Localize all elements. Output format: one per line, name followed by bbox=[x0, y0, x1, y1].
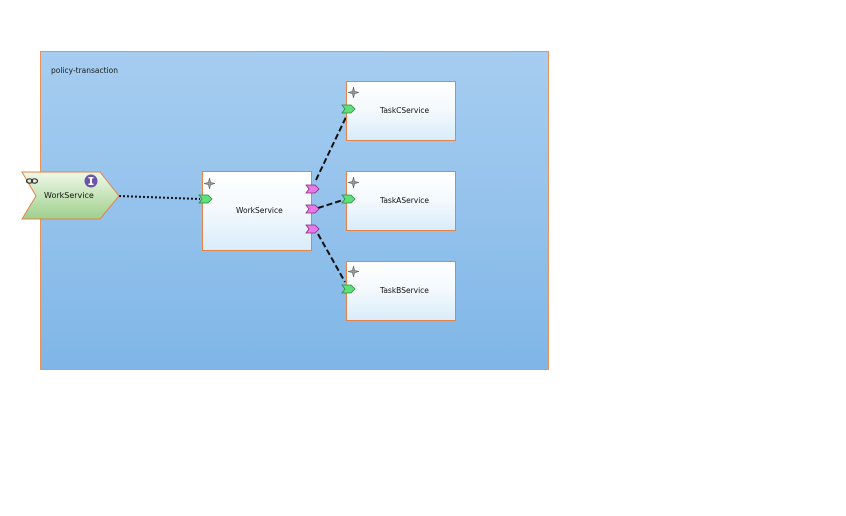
component-workservice-label: WorkService bbox=[236, 206, 283, 215]
composite-title: policy-transaction bbox=[51, 66, 119, 75]
service-port[interactable] bbox=[198, 194, 213, 204]
wire-to-taskc[interactable] bbox=[315, 114, 348, 181]
promote-wire[interactable] bbox=[118, 195, 201, 200]
implementation-icon bbox=[348, 87, 359, 98]
component-taskbservice-label: TaskBService bbox=[380, 286, 429, 295]
reference-port[interactable] bbox=[305, 204, 320, 214]
reference-port[interactable] bbox=[305, 224, 320, 234]
service-port[interactable] bbox=[341, 194, 356, 204]
service-label: WorkService bbox=[44, 191, 94, 200]
implementation-icon bbox=[204, 178, 215, 189]
wire-to-taskb[interactable] bbox=[317, 233, 346, 283]
implementation-icon bbox=[348, 266, 359, 277]
wire-to-taska[interactable] bbox=[317, 199, 344, 209]
component-taskcservice-label: TaskCService bbox=[380, 106, 430, 115]
service-port[interactable] bbox=[341, 104, 356, 114]
interface-icon bbox=[84, 174, 98, 188]
component-taskaservice-label: TaskAService bbox=[380, 196, 430, 205]
implementation-icon bbox=[348, 177, 359, 188]
link-icon bbox=[26, 178, 38, 184]
component-workservice[interactable] bbox=[202, 171, 312, 251]
service-port[interactable] bbox=[341, 284, 356, 294]
reference-port[interactable] bbox=[305, 184, 320, 194]
